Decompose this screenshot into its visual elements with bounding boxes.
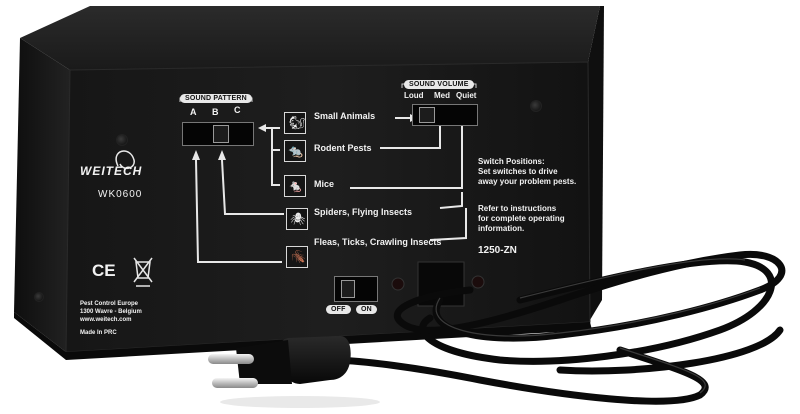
instructions-line4: for complete operating [478, 214, 565, 223]
sound-volume-switch-knob[interactable] [419, 107, 435, 123]
ce-mark: CE [92, 261, 116, 280]
brand-logo: WEITECH [80, 164, 143, 178]
device-left-side [14, 38, 70, 352]
manufacturer-line3: www.weitech.com [80, 317, 132, 323]
sound-pattern-switch-knob[interactable] [213, 125, 229, 143]
power-switch-knob[interactable] [341, 280, 355, 298]
screw-right [530, 100, 542, 112]
instructions-heading: Switch Positions: [478, 157, 545, 166]
manufacturer-line1: Pest Control Europe [80, 301, 139, 307]
pattern-label-c: C [234, 105, 241, 115]
power-on-label: ON [356, 305, 377, 314]
instructions-line2: away your problem pests. [478, 177, 577, 186]
instructions-line1: Set switches to drive [478, 167, 558, 176]
plug-pin-bottom [212, 378, 258, 388]
rat-icon: 🐀 [284, 140, 306, 162]
made-in-label: Made In PRC [80, 330, 117, 336]
volume-label-med: Med [434, 91, 450, 100]
led-indicator-1 [391, 277, 405, 291]
instructions-line3: Refer to instructions [478, 204, 557, 213]
target-label-fleas: Fleas, Ticks, Crawling Insects [314, 237, 442, 247]
manufacturer-line2: 1300 Wavre - Belgium [80, 309, 142, 315]
target-label-rodent-pests: Rodent Pests [314, 143, 372, 153]
device-bottom-edge [14, 312, 592, 360]
sound-pattern-title: SOUND PATTERN [180, 94, 252, 103]
shadow [220, 396, 380, 408]
plug-body [277, 336, 351, 384]
pattern-label-b: B [212, 107, 219, 117]
led-indicator-2 [471, 275, 485, 289]
sound-pattern-switch[interactable] [182, 122, 254, 146]
plug-face [236, 340, 292, 384]
target-label-spiders: Spiders, Flying Insects [314, 207, 413, 217]
sound-volume-switch[interactable] [412, 104, 478, 126]
pattern-label-a: A [190, 107, 197, 117]
device-right-side [588, 6, 604, 320]
screw-left [116, 134, 128, 146]
flea-icon: 🪳 [286, 246, 308, 268]
power-switch[interactable] [334, 276, 378, 302]
weee-bin-icon [133, 257, 153, 287]
screw-side [34, 292, 44, 302]
instructions-line5: information. [478, 224, 525, 233]
squirrel-icon: 🐿 [284, 112, 306, 134]
mouse-icon: 🐁 [284, 175, 306, 197]
power-off-label: OFF [326, 305, 351, 314]
cable-highlight [435, 258, 761, 394]
target-label-small-animals: Small Animals [314, 111, 376, 121]
device-top [20, 6, 600, 70]
plug-pin-top [208, 354, 254, 364]
target-label-mice: Mice [314, 179, 335, 189]
product-code: 1250-ZN [478, 245, 517, 256]
sound-volume-title: SOUND VOLUME [404, 80, 474, 89]
volume-label-loud: Loud [404, 91, 424, 100]
volume-label-quiet: Quiet [456, 91, 477, 100]
model-number: WK0600 [98, 189, 143, 200]
weitech-logo-icon [115, 150, 135, 170]
pattern-connector-lines [195, 117, 467, 263]
spider-icon: 🕷 [286, 208, 308, 230]
